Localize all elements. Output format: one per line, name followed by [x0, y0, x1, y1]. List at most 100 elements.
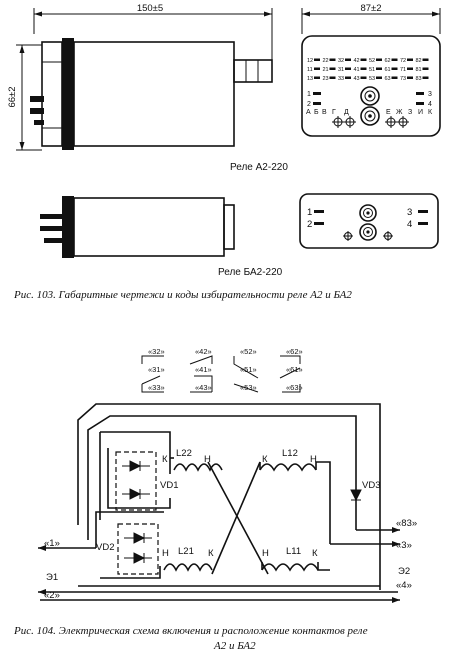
panel-code-contact [422, 58, 429, 61]
figure-103-caption: Рис. 103. Габаритные чертежи и коды изби… [13, 289, 352, 301]
panel-right-numbers: 3 4 [416, 91, 432, 108]
panel-number-1: 1 [307, 91, 311, 98]
panel-code-label: 41 [354, 67, 360, 73]
panel-code-contact [422, 67, 429, 70]
relay-a2-label: Реле А2-220 [230, 162, 288, 173]
panel-letter: Б [314, 109, 319, 116]
figure-104-caption-line1: Рис. 104. Электрическая схема включения … [13, 625, 368, 637]
dimension-height-left-label: 66±2 [7, 86, 18, 107]
terminal-e1-label: Э1 [46, 572, 58, 583]
panel-code-contact [314, 76, 320, 79]
coil-l21-h: Н [162, 548, 169, 559]
panel-letter: К [428, 109, 433, 116]
panel-code-contact [345, 76, 351, 79]
coil-l21 [163, 563, 213, 572]
panel-code-label: 53 [369, 76, 375, 82]
panel-code-contact [329, 76, 336, 79]
figure-104: «32»«31»«33»«42»«41»«43»«52»«51»«53»«62»… [13, 347, 417, 652]
terminal-83-label: «83» [396, 518, 417, 529]
panel-code-contact [391, 76, 398, 79]
circuit-wiring [38, 403, 400, 601]
panel-code-label: 82 [416, 58, 422, 64]
code-group-label: «32» [148, 347, 165, 356]
panel-code-label: 63 [385, 76, 391, 82]
panel-number-4: 4 [428, 101, 432, 108]
ba2-panel-number-3: 3 [407, 207, 412, 218]
panel-code-label: 52 [369, 58, 375, 64]
code-group-label: «43» [195, 383, 212, 392]
coil-l12-h: Н [310, 454, 317, 465]
panel-code-label: 32 [338, 58, 344, 64]
terminal-3-label: «3» [396, 540, 412, 551]
ba2-panel-number-2: 2 [307, 219, 312, 230]
terminal-1-label: «1» [44, 538, 60, 549]
code-group-label: «63» [286, 383, 303, 392]
coil-l12-k: К [262, 454, 268, 465]
panel-code-contact [391, 67, 398, 70]
terminal-e2-label: Э2 [398, 566, 410, 577]
coil-l21-label: L21 [178, 546, 194, 557]
code-group-label: «53» [240, 383, 257, 392]
dimension-width-top: 150±5 [33, 3, 273, 70]
panel-letter: И [418, 109, 423, 116]
coil-l22-label: L22 [176, 448, 192, 459]
panel-code-contact [376, 67, 382, 70]
panel-code-label: 22 [323, 58, 329, 64]
panel-code-label: 11 [307, 67, 313, 73]
panel-code-label: 72 [400, 58, 406, 64]
panel-code-contact [407, 67, 413, 70]
dimension-height-left: 66±2 [7, 44, 42, 151]
panel-code-label: 21 [323, 67, 329, 73]
panel-code-label: 83 [416, 76, 422, 82]
panel-code-contact [345, 58, 351, 61]
panel-number-2: 2 [307, 101, 311, 108]
panel-code-label: 31 [338, 67, 344, 73]
panel-code-label: 62 [385, 58, 391, 64]
code-group-label: «33» [148, 383, 165, 392]
code-group-label: «31» [148, 365, 165, 374]
coil-l22 [173, 463, 223, 472]
code-group-contact-marks [141, 355, 301, 393]
relay-ba2-side-view [40, 196, 235, 258]
panel-code-contact [329, 67, 336, 70]
terminal-2-label: «2» [44, 590, 60, 601]
diode-bridge-vd1 [115, 451, 157, 511]
panel-code-contact [314, 58, 320, 61]
coil-l22-h: Н [204, 454, 211, 465]
coil-l11 [261, 563, 319, 572]
panel-code-contact [391, 58, 398, 61]
panel-letter: Ж [396, 109, 403, 116]
panel-letter: Д [344, 109, 349, 116]
terminal-4-label: «4» [396, 580, 412, 591]
panel-code-label: 81 [416, 67, 422, 73]
panel-code-label: 71 [400, 67, 406, 73]
contact-code-groups: «32»«31»«33»«42»«41»«43»«52»«51»«53»«62»… [148, 347, 303, 392]
panel-left-numbers: 1 2 [307, 91, 321, 108]
code-group-label: «41» [195, 365, 212, 374]
panel-code-contact [376, 76, 382, 79]
relay-ba2-label: Реле БА2-220 [218, 267, 283, 278]
coil-l22-k: К [162, 454, 168, 465]
diode-bridge-vd2 [117, 523, 159, 575]
panel-code-label: 43 [354, 76, 360, 82]
panel-code-contact [407, 76, 413, 79]
panel-code-contact [376, 58, 382, 61]
code-group-label: «42» [195, 347, 212, 356]
coil-l11-label: L11 [286, 546, 301, 557]
panel-code-label: 61 [385, 67, 391, 73]
panel-code-label: 51 [369, 67, 375, 73]
panel-letter: З [408, 109, 412, 116]
panel-code-label: 73 [400, 76, 406, 82]
code-group-label: «62» [286, 347, 303, 356]
panel-code-label: 12 [307, 58, 313, 64]
coil-l12 [259, 463, 317, 472]
panel-code-label: 42 [354, 58, 360, 64]
figure-103: 150±5 66±2 Реле А2-220 [7, 3, 441, 301]
coil-l11-k: К [312, 548, 318, 559]
diode-vd3 [350, 484, 362, 508]
vd2-label: VD2 [96, 542, 114, 553]
panel-code-contact [360, 67, 367, 70]
figure-104-caption-line2: А2 и БА2 [213, 640, 256, 652]
relay-ba2-front-panel: 1 2 3 4 [299, 193, 439, 249]
